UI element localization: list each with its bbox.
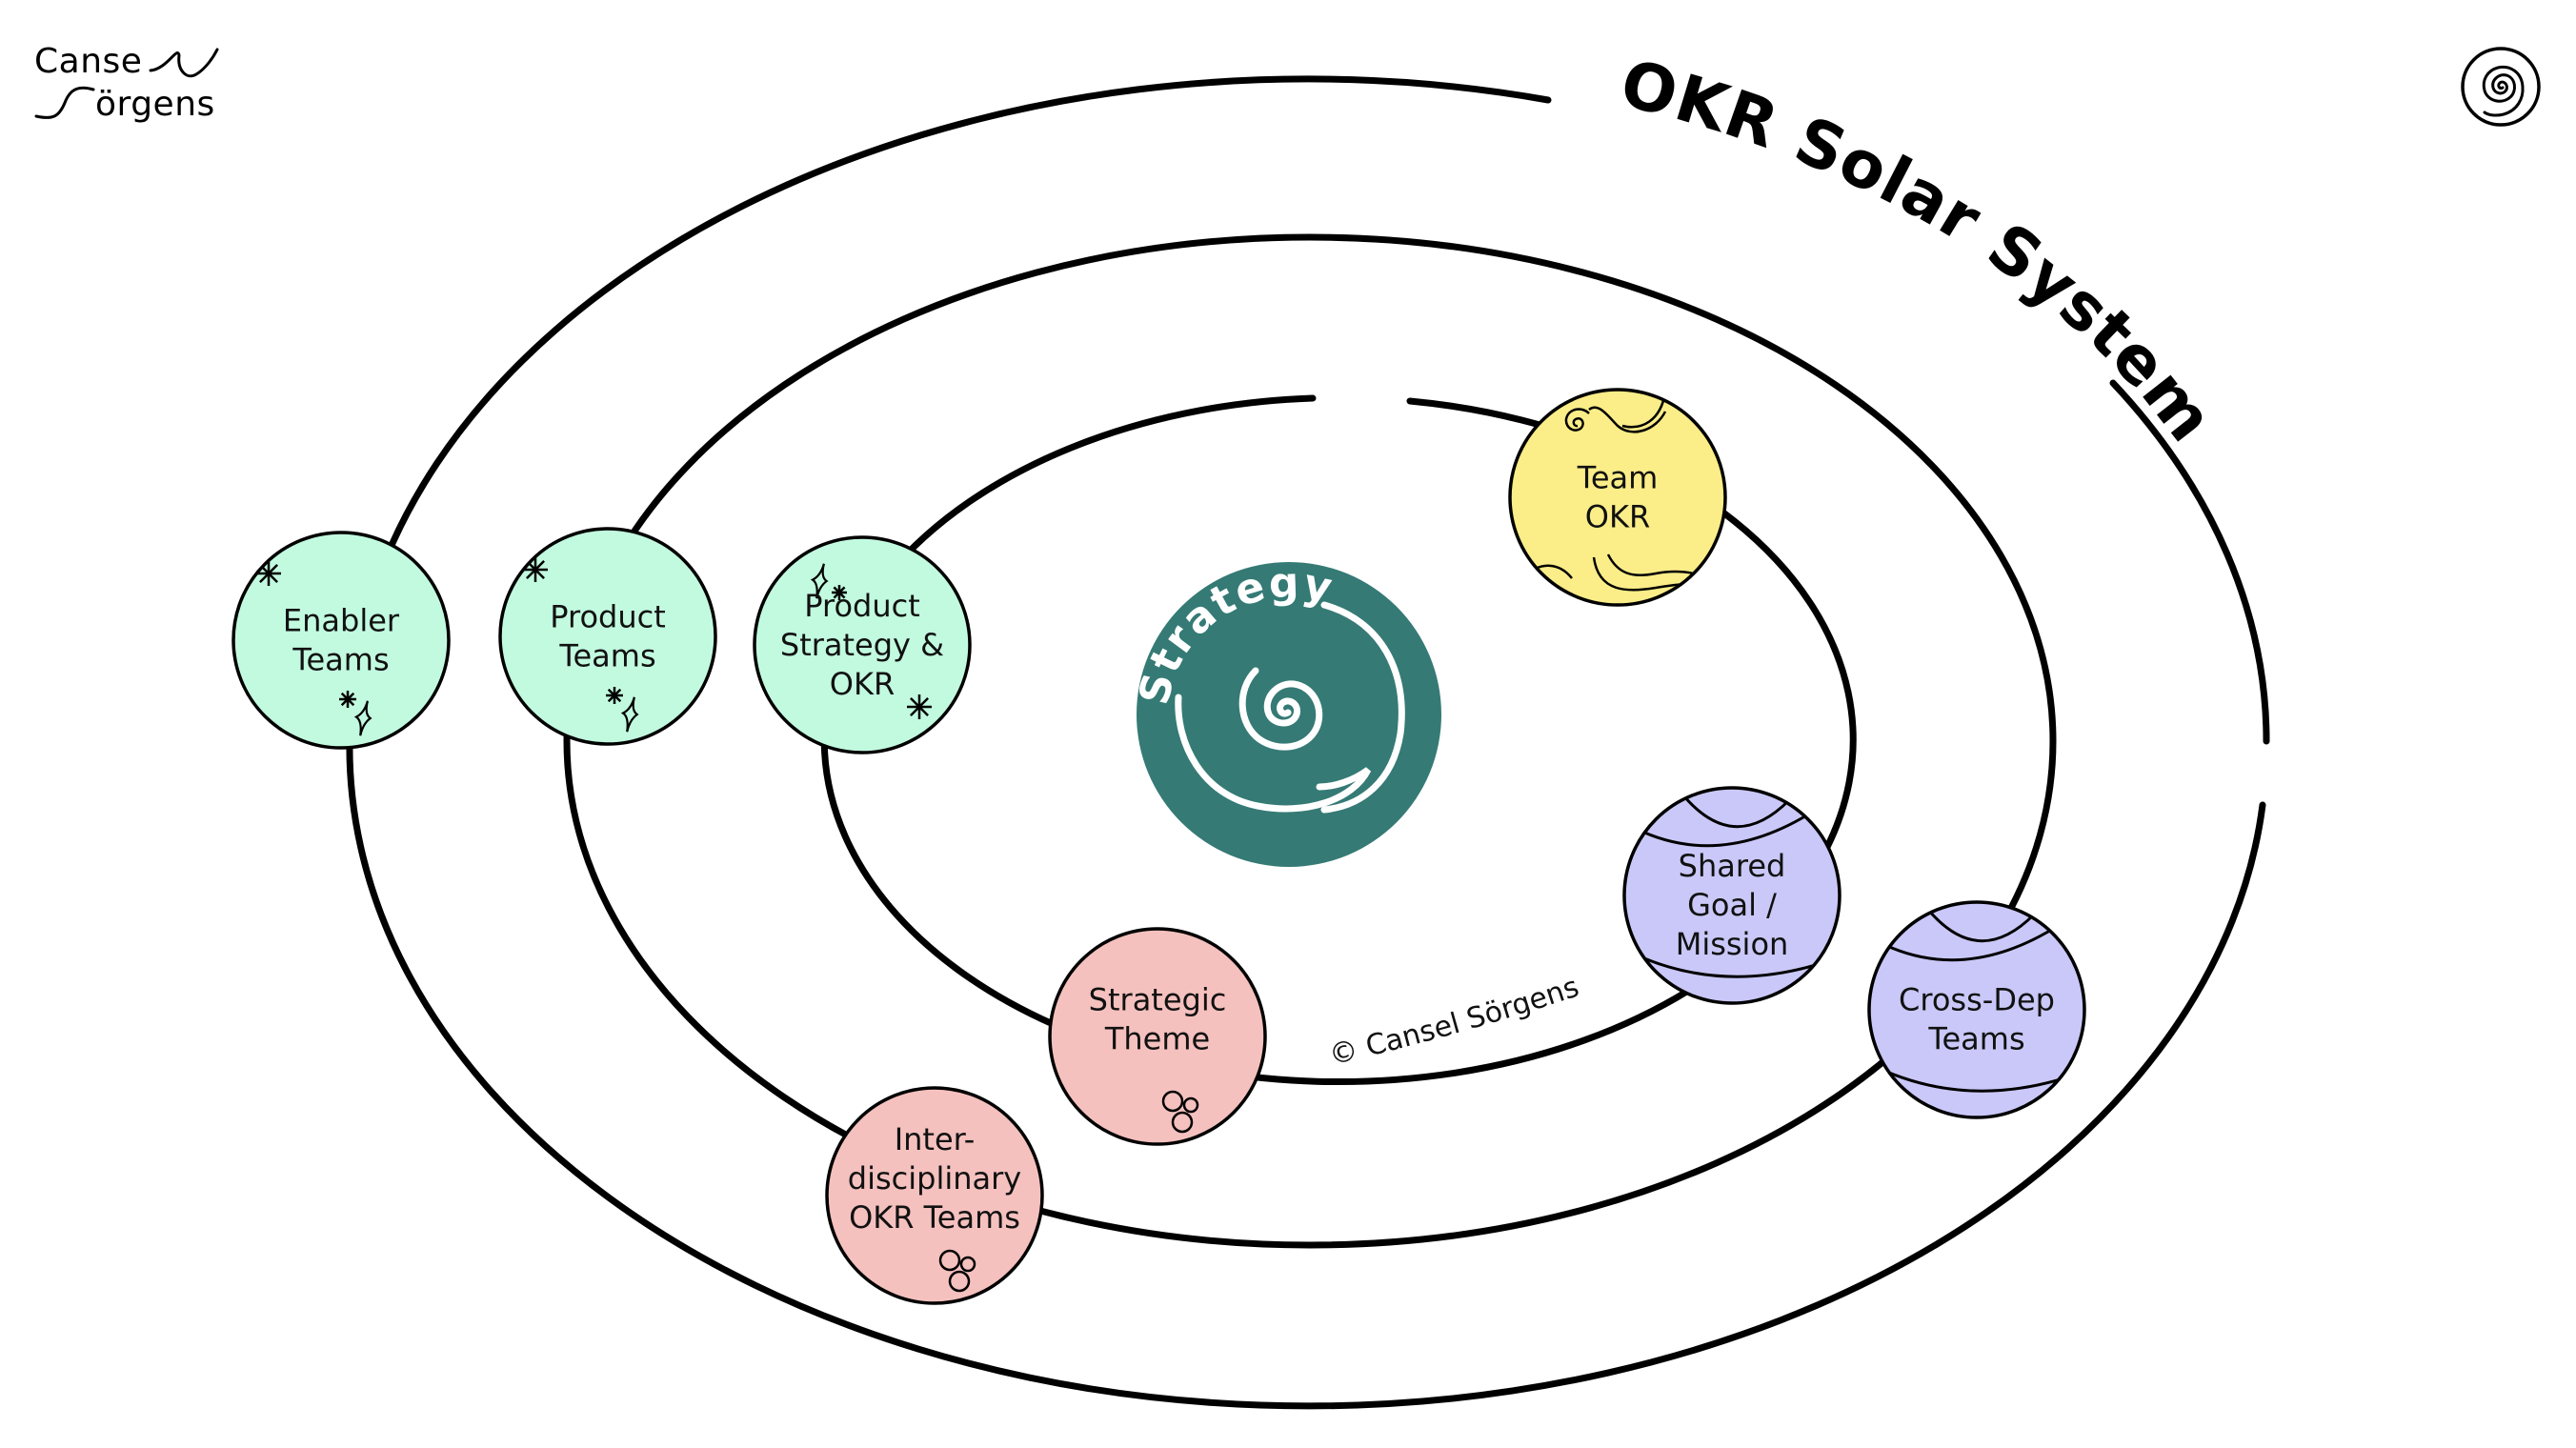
logo-text-line1: Canse [34,42,143,81]
planet-circle [753,535,972,754]
diagram-title: OKR Solar System [1613,46,2228,456]
sparkle-icon [810,563,829,599]
planet-label-line: Cross-Dep [1899,982,2055,1018]
sparkle-icon [620,696,639,733]
planet-label-line: Strategic [1089,982,1227,1018]
middle-orbit [563,233,2057,1249]
bubble-icon [1182,1096,1199,1114]
planet-label-line: Teams [558,638,655,674]
asterisk-icon [907,694,932,719]
planet-circle [825,1086,1044,1305]
planet-decoration [256,561,372,736]
sparkle-icon [353,700,372,736]
planet-label-line: disciplinary [848,1160,1021,1197]
planet-band [1922,904,2036,943]
bubble-icon [959,1256,976,1273]
logo-text-line2: örgens [95,85,215,124]
asterisk-icon [832,585,847,600]
bubble-icon [1171,1111,1194,1134]
planet-label-line: Product [804,588,920,624]
bubble-icon [938,1249,961,1272]
bubble-icon [1161,1090,1184,1113]
planet-band [1678,790,1791,829]
planet-decoration [1161,1090,1199,1134]
planet-label-line: Theme [1104,1021,1210,1057]
planet-label-line: Team [1577,460,1659,496]
planet-circle [498,527,717,746]
asterisk-icon [606,687,623,704]
planet-decoration [523,557,639,733]
planet-label-line: OKR Teams [849,1199,1020,1236]
swirl-icon [1588,406,1667,433]
logo-swash-icon [34,48,219,119]
planet-label-line: Teams [292,642,389,678]
planet-label-line: Strategy & [780,627,944,663]
planet-band [1871,927,2054,962]
asterisk-icon [339,691,356,708]
planet-circle [1508,388,1727,607]
planet-label-line: Teams [1927,1021,2024,1057]
logo: Canse örgens [34,42,225,132]
bubble-icon [948,1270,971,1293]
planet-circle [231,531,451,750]
outer-orbit [346,75,2266,1410]
sun-outer-swirl [1320,601,1405,814]
outer-orbit-segment [2109,379,2270,745]
sun-strategy: Strategy [1130,558,1441,867]
planet-decoration [938,1249,976,1293]
planet-label-line: Inter- [895,1121,976,1157]
planet-label-line: Goal / [1687,887,1777,923]
copyright-text: © Cansel Sörgens [1326,971,1583,1073]
spiral-icon [1175,667,1372,813]
spiral-icon [2458,44,2544,130]
planet-label-line: OKR [830,666,895,702]
spiral-icon [1564,408,1590,432]
planet-decoration [810,563,932,719]
planet-band [1626,813,1809,848]
asterisk-icon [256,561,281,586]
planet-label-line: Product [550,599,666,635]
asterisk-icon [523,557,548,582]
planet-label-line: OKR [1585,499,1650,535]
planet-label-line: Enabler [283,603,400,639]
planet-label-line: Mission [1676,926,1789,962]
planet-circle [1048,927,1267,1146]
planet-label-line: Shared [1679,848,1786,884]
